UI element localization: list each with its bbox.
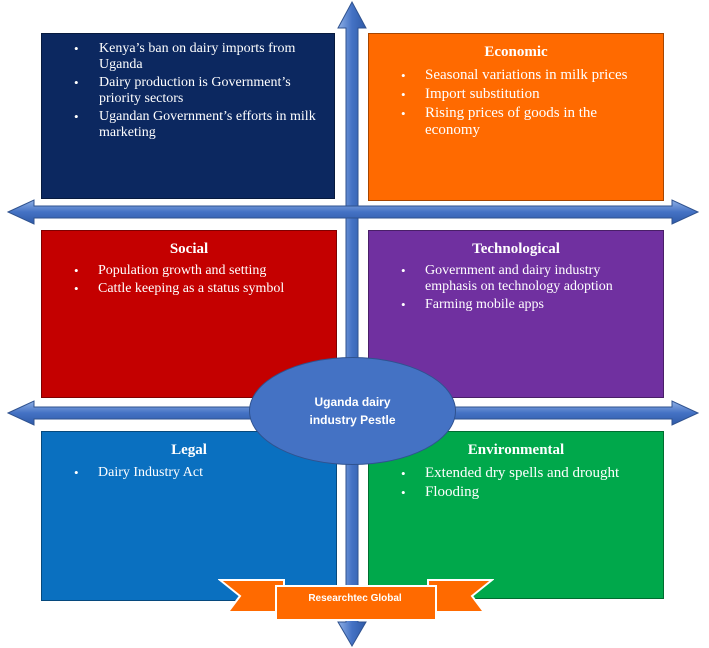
environmental-list: Extended dry spells and drought Flooding [369,459,663,501]
list-item: Kenya’s ban on dairy imports from Uganda [42,41,334,73]
center-label: Uganda dairy industry Pestle [309,395,396,427]
list-item: Ugandan Government’s efforts in milk mar… [42,109,334,141]
list-item: Seasonal variations in milk prices [369,67,663,84]
environmental-title: Environmental [467,442,565,458]
list-item: Extended dry spells and drought [369,465,663,482]
banner-label: Researchtec Global [308,593,402,604]
vertical-axis-arrow [337,0,367,647]
banner-ribbon [218,579,494,621]
political-quadrant: Kenya’s ban on dairy imports from Uganda… [41,33,335,199]
list-item: Flooding [369,484,663,501]
upper-horizontal-arrow [6,199,700,225]
social-list: Population growth and setting Cattle kee… [42,258,336,297]
list-item: Cattle keeping as a status symbol [42,281,336,297]
environmental-quadrant: Environmental Extended dry spells and dr… [368,431,664,599]
legal-quadrant: Legal Dairy Industry Act [41,431,337,601]
social-title: Social [169,241,209,257]
political-list: Kenya’s ban on dairy imports from Uganda… [42,34,334,141]
list-item: Import substitution [369,86,663,103]
economic-quadrant: Economic Seasonal variations in milk pri… [368,33,664,201]
list-item: Dairy Industry Act [42,465,336,481]
economic-title: Economic [484,44,548,60]
list-item: Dairy production is Government’s priorit… [42,75,334,107]
banner-right-tail [427,579,494,613]
banner-main-band [275,585,437,621]
legal-title: Legal [171,442,207,458]
banner-left-tail [218,579,285,613]
center-ellipse: Uganda dairy industry Pestle [249,357,456,465]
list-item: Population growth and setting [42,263,336,279]
legal-list: Dairy Industry Act [42,459,336,481]
economic-list: Seasonal variations in milk prices Impor… [369,61,663,139]
list-item: Government and dairy industry emphasis o… [369,263,663,295]
list-item: Farming mobile apps [369,297,663,313]
technological-title: Technological [472,241,560,257]
technological-list: Government and dairy industry emphasis o… [369,258,663,313]
list-item: Rising prices of goods in the economy [369,105,663,139]
